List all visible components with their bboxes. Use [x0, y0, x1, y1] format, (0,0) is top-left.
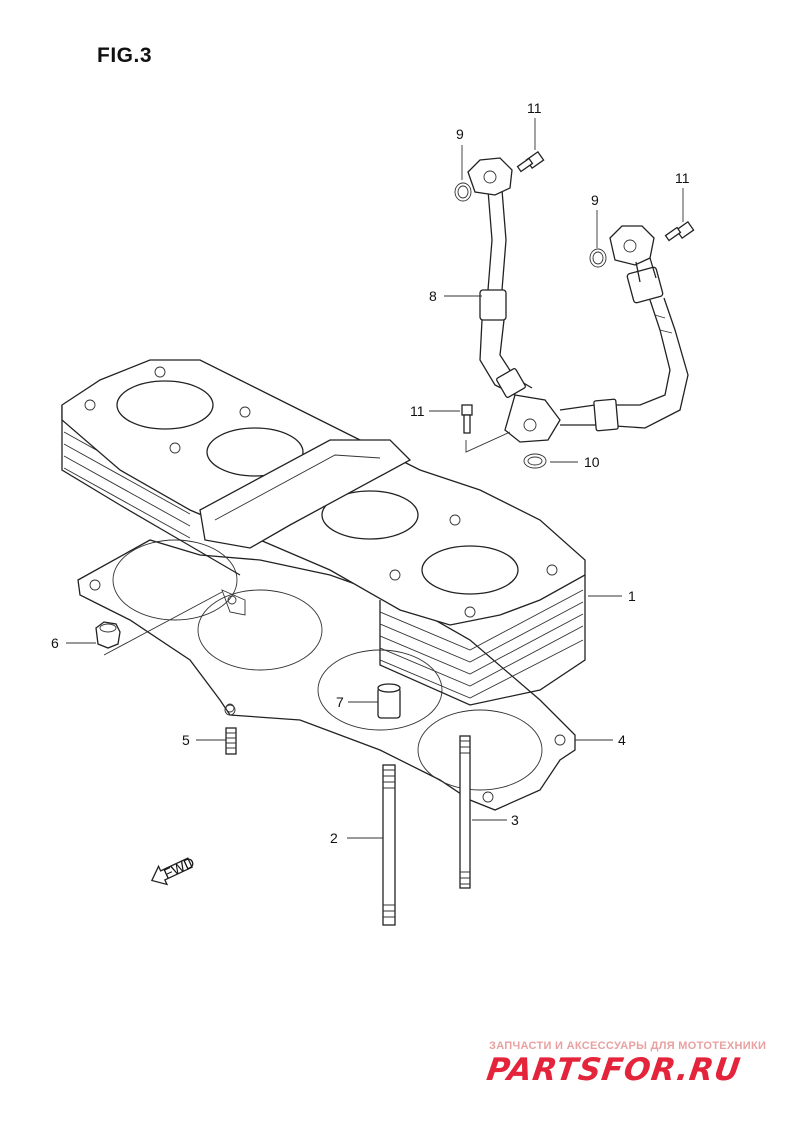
callout-2: 2 — [330, 830, 338, 846]
watermark-subtitle: ЗАПЧАСТИ И АКСЕССУАРЫ ДЛЯ МОТОТЕХНИКИ — [489, 1040, 767, 1052]
callout-1: 1 — [628, 588, 636, 604]
o-ring-left — [454, 182, 472, 202]
dowel-pin — [377, 683, 401, 719]
stud-bolt-long-right — [459, 735, 471, 889]
figure-title: FIG.3 — [97, 44, 153, 67]
leader-lines — [66, 118, 684, 839]
callout-4: 4 — [618, 732, 626, 748]
callout-11-union: 11 — [410, 403, 425, 419]
callout-11-top-right: 11 — [675, 170, 690, 186]
bolt-top-left — [516, 150, 545, 173]
callout-11-top-left: 11 — [527, 100, 542, 116]
cylinder-nut — [95, 591, 223, 656]
callout-9-left: 9 — [456, 126, 464, 142]
stud-bolt-long-left — [382, 764, 396, 926]
stud-bolt-short — [225, 727, 237, 755]
callout-5: 5 — [182, 732, 190, 748]
callout-8: 8 — [429, 288, 437, 304]
forward-direction-arrow — [150, 857, 193, 886]
o-ring-right — [589, 248, 607, 268]
callout-10: 10 — [584, 454, 600, 470]
bolt-top-right — [664, 220, 695, 242]
fwd-label: FWD — [161, 854, 197, 882]
watermark-brand: PARTSFOR.RU — [484, 1052, 744, 1088]
callout-6: 6 — [51, 635, 59, 651]
bolt-union — [461, 404, 511, 453]
callout-7: 7 — [336, 694, 344, 710]
oil-hose-assembly — [467, 157, 689, 443]
union-gasket — [523, 453, 547, 469]
cylinder-block — [61, 359, 586, 713]
callout-3: 3 — [511, 812, 519, 828]
callout-9-right: 9 — [591, 192, 599, 208]
